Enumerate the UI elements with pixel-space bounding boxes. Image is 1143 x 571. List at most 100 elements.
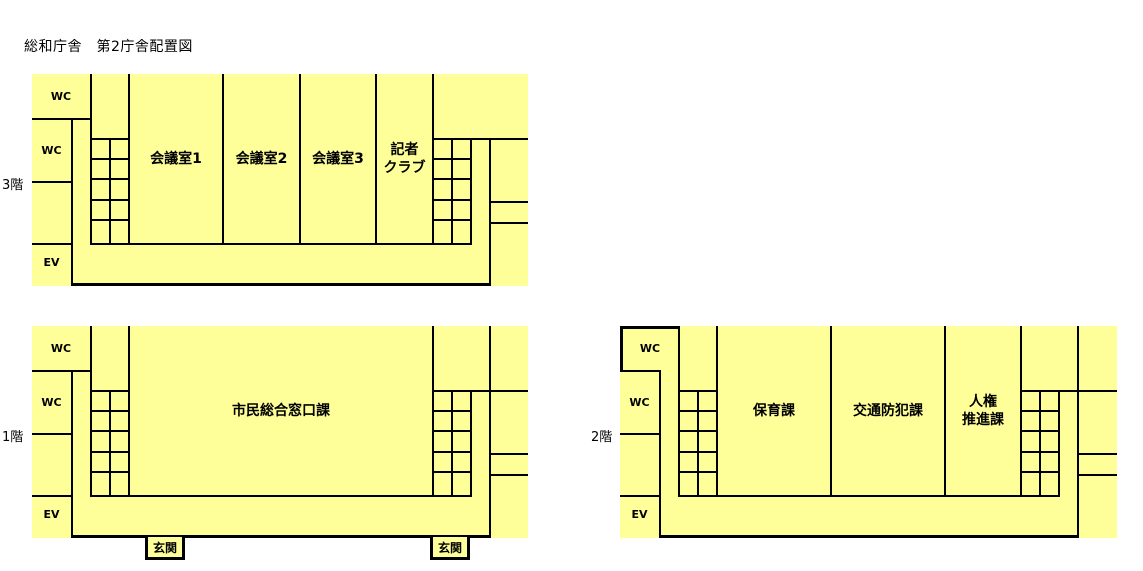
room-ev[interactable] [32, 243, 73, 286]
room-meeting-1[interactable] [128, 74, 224, 245]
stair-step [109, 471, 130, 497]
stair-step [109, 430, 130, 453]
stair-step [451, 178, 472, 201]
stair-step [432, 219, 453, 245]
room-citizen-service-label: 市民総合窓口課 [232, 403, 330, 419]
stair-step [1020, 471, 1041, 497]
room-storage[interactable] [32, 433, 73, 497]
stair-step [109, 410, 130, 432]
stair-step [1020, 430, 1041, 453]
stair-step [109, 219, 130, 245]
room-upper-right[interactable] [432, 74, 528, 140]
floor-label-2f: 2階 [591, 430, 613, 445]
stair-step [1039, 390, 1060, 412]
stair-step [451, 430, 472, 453]
room-right-a[interactable] [1077, 390, 1117, 455]
room-childcare-label: 保育課 [753, 403, 795, 419]
room-press-club-label: 記者 クラブ [383, 142, 426, 176]
floor-plan-3f: WC WC EV 会議室1 会議室2 会議室3 記者 クラブ [32, 74, 528, 286]
stair-step [451, 219, 472, 245]
room-right-a[interactable] [489, 138, 528, 203]
stair-step [109, 199, 130, 221]
page-title: 総和庁舎 第2庁舎配置図 [24, 39, 193, 55]
stair-step [90, 178, 111, 201]
stair-step [678, 430, 699, 453]
room-meeting-1-label: 会議室1 [150, 151, 202, 167]
stair-step [432, 471, 453, 497]
room-wc-top-label: WC [50, 342, 72, 355]
stair-step [432, 451, 453, 473]
stair-step [451, 471, 472, 497]
stair-step [451, 138, 472, 160]
stair-step [451, 199, 472, 221]
room-childcare[interactable] [716, 326, 832, 497]
room-wc-side[interactable] [32, 118, 73, 183]
stair-landing-left [90, 74, 130, 140]
room-upper-right-2[interactable] [1077, 326, 1117, 392]
stair-step [109, 158, 130, 180]
room-upper-right-2[interactable] [489, 326, 528, 392]
stair-step [109, 390, 130, 412]
stair-step [451, 451, 472, 473]
stair-step [678, 471, 699, 497]
stair-step [678, 390, 699, 412]
entrance-left[interactable]: 玄関 [145, 537, 185, 560]
stair-step [432, 178, 453, 201]
room-meeting-3[interactable] [299, 74, 377, 245]
room-right-c[interactable] [489, 222, 528, 286]
stair-step [90, 199, 111, 221]
stair-step [451, 410, 472, 432]
room-upper-right[interactable] [1020, 326, 1079, 392]
room-right-b[interactable] [489, 201, 528, 224]
room-ev-label: EV [43, 256, 60, 269]
room-wc-top-label: WC [50, 90, 72, 103]
stair-step [432, 138, 453, 160]
stair-step [432, 199, 453, 221]
stair-step [432, 410, 453, 432]
floor-plan-2f: WC WC EV 保育課 交通防犯課 人権 推進課 [620, 326, 1117, 538]
room-right-b[interactable] [489, 453, 528, 476]
stair-step [697, 390, 718, 412]
room-right-a[interactable] [489, 390, 528, 455]
stair-step [90, 219, 111, 245]
room-traffic-safety[interactable] [830, 326, 946, 497]
stair-step [1020, 451, 1041, 473]
stair-step [678, 451, 699, 473]
stair-step [697, 410, 718, 432]
stair-step [1039, 451, 1060, 473]
room-ev-label: EV [631, 508, 648, 521]
stair-step [1039, 471, 1060, 497]
room-wc-top[interactable] [32, 74, 92, 120]
room-storage[interactable] [32, 181, 73, 245]
room-right-b[interactable] [1077, 453, 1117, 476]
stair-landing-left [678, 326, 718, 392]
room-right-c[interactable] [1077, 474, 1117, 538]
room-storage[interactable] [620, 433, 661, 497]
stair-step [90, 390, 111, 412]
stair-step [678, 410, 699, 432]
stair-step [90, 430, 111, 453]
stair-step [90, 158, 111, 180]
stair-left[interactable] [90, 138, 111, 160]
stair-step [451, 158, 472, 180]
stair-step [1039, 410, 1060, 432]
stair-step [432, 390, 453, 412]
stair-step [432, 430, 453, 453]
stair-step [697, 471, 718, 497]
room-ev[interactable] [32, 495, 73, 538]
room-upper-right[interactable] [432, 326, 491, 392]
room-wc-side-label: WC [41, 395, 62, 409]
room-ev[interactable] [620, 495, 661, 538]
stair-step [109, 451, 130, 473]
entrance-right[interactable]: 玄関 [430, 537, 470, 560]
stair-step [1039, 430, 1060, 453]
room-wc-side-label: WC [629, 395, 650, 409]
stair-step [1020, 390, 1041, 412]
stair-step [432, 158, 453, 180]
room-wc-side[interactable] [32, 370, 73, 435]
room-ev-label: EV [43, 508, 60, 521]
floor-label-3f: 3階 [2, 178, 24, 193]
room-meeting-3-label: 会議室3 [312, 151, 364, 167]
room-right-c[interactable] [489, 474, 528, 538]
floor-label-1f: 1階 [2, 430, 24, 445]
